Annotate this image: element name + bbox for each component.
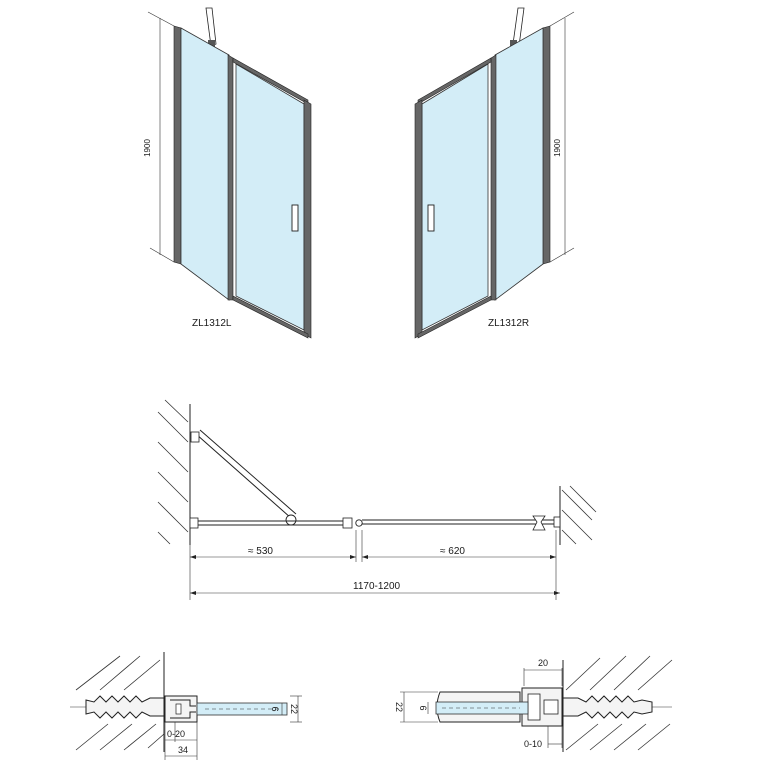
height-label-left: 1900 — [143, 139, 152, 157]
model-label-right: ZL1312R — [488, 318, 529, 329]
plan-fixed-glass — [189, 517, 352, 529]
elevation-left: 1900 ZL1312L — [143, 7, 312, 339]
detail-right: 20 22 6 0-10 — [394, 655, 673, 752]
elevation-right: 1900 ZL1312R — [414, 7, 575, 339]
detail-right-dowel — [562, 695, 672, 719]
detail-left: 6 22 0-20 34 — [70, 652, 302, 760]
dim-fixed-part: ≈ 530 — [189, 530, 557, 600]
door-panel-right — [414, 57, 492, 339]
detail-right-dimensions: 20 22 6 0-10 — [394, 658, 563, 749]
detail-left-profile — [164, 695, 288, 723]
detail-right-adjust-label: 0-10 — [524, 739, 542, 749]
plan-door-glass — [362, 515, 561, 531]
plan-view: ≈ 530 ≈ 620 1170-1200 — [157, 399, 597, 600]
detail-left-glass-label: 6 — [270, 706, 280, 711]
detail-left-dimensions: 6 22 0-20 34 — [164, 695, 302, 760]
detail-right-glass-label: 6 — [418, 705, 428, 710]
dim-total: 1170-1200 — [190, 581, 560, 595]
fixed-panel-right — [490, 25, 551, 301]
wall-hatch-left — [157, 399, 191, 545]
height-dimension-left: 1900 — [143, 11, 175, 263]
height-label-right: 1900 — [553, 139, 562, 157]
detail-left-height-label: 22 — [289, 704, 299, 714]
door-panel-left — [232, 57, 312, 339]
dim-door-part: ≈ 620 — [362, 546, 556, 559]
door-handle-right — [427, 204, 435, 232]
support-strut — [190, 429, 297, 526]
model-label-left: ZL1312L — [192, 318, 232, 329]
height-dimension-right: 1900 — [549, 11, 575, 263]
dim-label-door: ≈ 620 — [440, 546, 465, 557]
detail-right-width-label: 20 — [538, 658, 548, 668]
dim-label-fixed: ≈ 530 — [248, 546, 273, 557]
detail-left-adjust-label: 0-20 — [167, 729, 185, 739]
fixed-panel-left — [173, 25, 234, 301]
detail-right-profile — [435, 687, 563, 727]
wall-hatch-right — [559, 485, 597, 545]
plan-door-joint — [342, 517, 363, 529]
detail-left-dowel — [70, 695, 165, 719]
dim-label-total: 1170-1200 — [353, 581, 401, 592]
door-handle-left — [291, 204, 299, 232]
detail-right-height-label: 22 — [394, 702, 404, 712]
detail-left-depth-label: 34 — [178, 745, 188, 755]
